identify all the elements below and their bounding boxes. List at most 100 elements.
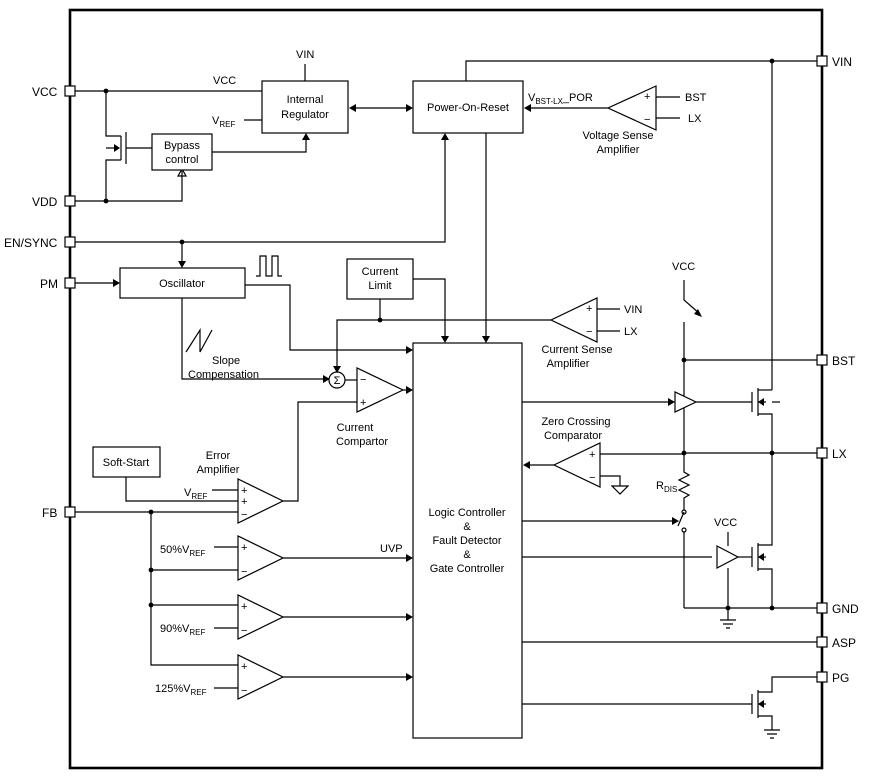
pin-en-sync-label: EN/SYNC [4,236,58,250]
comparator-90: + − 90%VREF [160,594,413,640]
error-amplifier: + + − VREF Error Amplifier [184,450,285,524]
svg-text:−: − [589,472,595,484]
sawtooth-icon [185,327,213,353]
current-sense-label-2: Amplifier [547,358,590,370]
pin-lx-label: LX [832,447,847,461]
soft-start-label: Soft-Start [103,457,149,469]
error-amp-label-2: Amplifier [197,464,240,476]
pin-vcc: VCC [32,85,76,99]
logic-label-1: Logic Controller [428,507,505,519]
clock-pulse-icon [256,255,282,277]
vcc-wire-label: VCC [213,75,236,87]
uvp-label: UVP [380,543,403,555]
oscillator-label: Oscillator [159,278,205,290]
logic-label-4: & [463,549,471,561]
error-amp-label-1: Error [206,450,231,462]
pin-fb-label: FB [42,506,57,520]
pct50-label: 50%VREF [160,544,205,558]
svg-text:−: − [241,509,247,521]
current-sense-label-1: Current Sense [542,344,613,356]
por-label: Power-On-Reset [427,102,509,114]
logic-label-3: Fault Detector [432,535,501,547]
ground-icon [610,485,630,495]
pct90-label: 90%VREF [160,623,205,637]
current-comparator-label-1: Current [337,422,374,434]
fb-network [75,509,238,666]
internal-regulator-label-2: Regulator [281,109,329,121]
soft-start: Soft-Start [92,446,238,502]
pin-asp-label: ASP [832,636,856,650]
pin-vin-label: VIN [832,55,852,69]
svg-text:+: + [241,542,247,554]
pin-vdd: VDD [32,195,76,209]
comparator-125: + − 125%VREF [155,654,413,700]
svg-text:+: + [241,601,247,613]
svg-text:−: − [360,374,366,386]
internal-regulator-label-1: Internal [287,94,324,106]
logic-label-5: Gate Controller [430,563,505,575]
voltage-sense-amplifier: + − BST LX VBST-LX_POR Voltage Sense Amp… [524,85,707,156]
vcc-driver-label: VCC [714,517,737,529]
slope-label-1: Slope [212,355,240,367]
pin-gnd-label: GND [832,602,859,616]
regulator-vref-label: VREF [212,115,235,129]
csense-lx-label: LX [624,326,638,338]
svg-text:−: − [241,685,247,697]
current-sense-amplifier: + − VIN LX Current Sense Amplifier [333,297,642,373]
svg-text:−: − [586,326,592,338]
vsense-bst-label: BST [685,92,707,104]
zero-crossing-label-1: Zero Crossing [541,416,610,428]
por-box [412,80,524,134]
pin-bst-label: BST [832,354,856,368]
current-comparator: − + Current Compartor [283,367,413,502]
logic-controller: Logic Controller & Fault Detector & Gate… [412,342,523,739]
regulator-vin-label: VIN [296,49,314,61]
svg-text:+: + [360,397,366,409]
pin-pm-label: PM [40,277,58,291]
power-stage: VCC RDIS VCC [522,61,817,629]
vcc-switch-label: VCC [672,261,695,273]
ground-icon [764,729,780,739]
logic-label-2: & [463,521,471,533]
svg-text:−: − [644,114,650,126]
vsense-lx-label: LX [688,113,702,125]
svg-text:+: + [241,661,247,673]
svg-text:+: + [644,91,650,103]
current-comparator-label-2: Compartor [336,436,388,448]
pin-vcc-label: VCC [32,85,58,99]
svg-text:+: + [586,303,592,315]
oscillator-box [119,267,246,299]
pin-lx: LX [816,447,847,461]
vcc-switch-icon [683,280,701,315]
svg-text:+: + [589,449,595,461]
vbst-por-label: VBST-LX_POR [528,92,593,106]
slope-label-2: Compensation [188,369,259,381]
oscillator: Oscillator Slope Compensation [75,255,413,383]
pct125-label: 125%VREF [155,683,207,697]
comparator-50: + − 50%VREF UVP [160,535,413,581]
zero-crossing-label-2: Comparator [544,430,602,442]
current-limit-label-2: Limit [368,280,391,292]
error-vref-label: VREF [184,487,207,501]
pin-pg-label: PG [832,671,849,685]
power-on-reset: Power-On-Reset [412,58,817,134]
voltage-sense-label-1: Voltage Sense [583,130,654,142]
pin-vdd-label: VDD [32,195,58,209]
logic-controller-box [412,342,523,739]
current-limit-label-1: Current [362,266,399,278]
vcc-vdd-bypass-section: VCC Bypass control [75,75,310,204]
svg-text:+: + [241,496,247,508]
bypass-control-label-2: control [165,154,198,166]
sigma-icon: Σ [334,375,341,387]
summing-node: Σ [328,371,346,389]
svg-text:−: − [241,625,247,637]
bypass-control-label-1: Bypass [164,140,201,152]
ground-icon [720,619,736,629]
current-limit-box [346,258,414,300]
internal-regulator: Internal Regulator VIN VREF [212,49,349,134]
current-limit: Current Limit [346,258,449,343]
pin-en-sync: EN/SYNC [4,236,76,250]
svg-text:+: + [241,485,247,497]
internal-regulator-box [261,80,349,134]
